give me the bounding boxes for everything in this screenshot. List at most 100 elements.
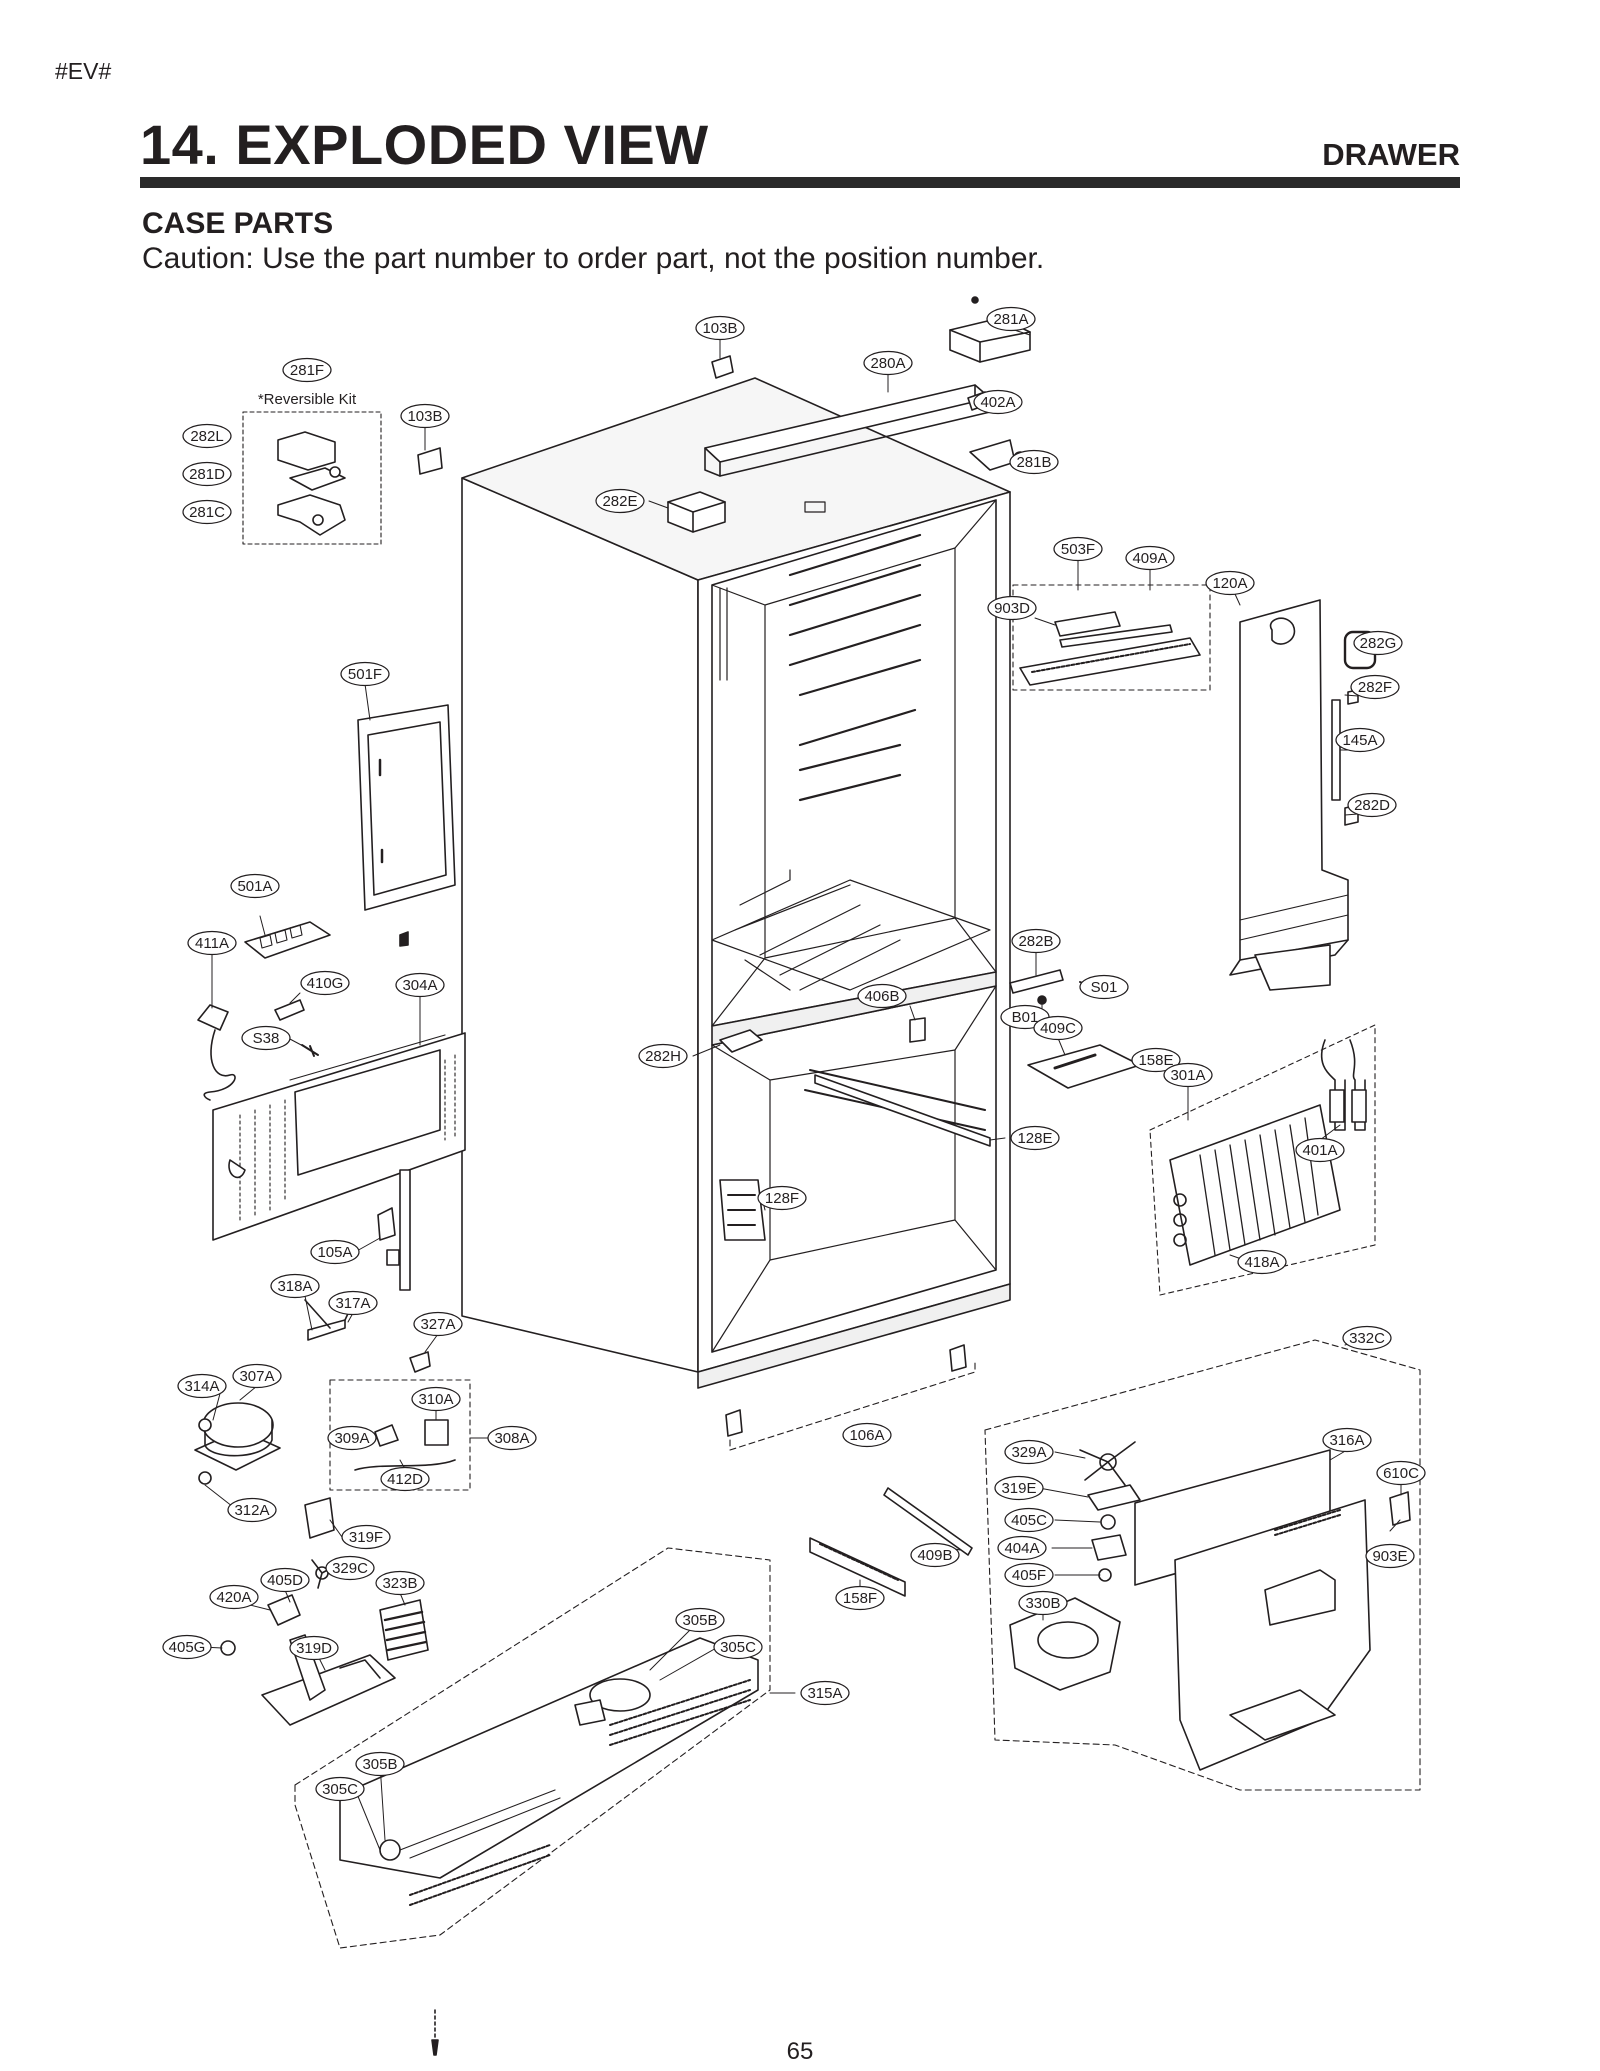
- callout-282l: 282L: [182, 423, 232, 449]
- callout-label: 330B: [1025, 1595, 1060, 1612]
- callout-128e: 128E: [1010, 1125, 1060, 1151]
- callout-318a: 318A: [270, 1273, 320, 1299]
- callout-label: 319E: [1001, 1480, 1036, 1497]
- title-rule: [140, 177, 1460, 188]
- callout-label: 412D: [387, 1471, 423, 1488]
- callout-103b: 103B: [400, 403, 450, 429]
- callout-282e: 282E: [595, 488, 645, 514]
- callout-310a: 310A: [411, 1386, 461, 1412]
- callout-s38: S38: [241, 1025, 291, 1051]
- callout-oval: [411, 1386, 461, 1412]
- callout-120a: 120A: [1205, 570, 1255, 596]
- callout-oval: [1376, 1460, 1426, 1486]
- callout-314a: 314A: [177, 1373, 227, 1399]
- callout-410g: 410G: [300, 970, 350, 996]
- callout-oval: [595, 488, 645, 514]
- callout-label: 409B: [917, 1547, 952, 1564]
- callout-280a: 280A: [863, 350, 913, 376]
- callout-oval: [340, 661, 390, 687]
- callout-label: 105A: [317, 1244, 352, 1261]
- callout-oval: [638, 1043, 688, 1069]
- callout-oval: [182, 499, 232, 525]
- callout-317a: 317A: [328, 1290, 378, 1316]
- page-title: 14. EXPLODED VIEW: [140, 113, 709, 176]
- callout-oval: [1011, 928, 1061, 954]
- callout-label: 282G: [1360, 635, 1397, 652]
- callout-oval: [1009, 449, 1059, 475]
- callout-oval: [241, 1025, 291, 1051]
- callout-label: 501F: [348, 666, 382, 683]
- callout-label: 610C: [1383, 1465, 1419, 1482]
- callout-label: 503F: [1061, 541, 1095, 558]
- relay-group-308a: [329, 1379, 471, 1491]
- callout-281c: 281C: [182, 499, 232, 525]
- callout-332c: 332C: [1342, 1325, 1392, 1351]
- callout-label: 405G: [169, 1639, 206, 1656]
- callout-label: 314A: [184, 1378, 219, 1395]
- callout-418a: 418A: [1237, 1249, 1287, 1275]
- callout-oval: [986, 306, 1036, 332]
- callout-label: 281D: [189, 466, 225, 483]
- callout-282b: 282B: [1011, 928, 1061, 954]
- callout-405c: 405C: [1004, 1507, 1054, 1533]
- callout-409c: 409C: [1033, 1015, 1083, 1041]
- strip-145a: [1331, 699, 1341, 801]
- callout-145a: 145A: [1335, 727, 1385, 753]
- callout-158f: 158F: [835, 1585, 885, 1611]
- callout-oval: [997, 1535, 1047, 1561]
- callout-405f: 405F: [1004, 1562, 1054, 1588]
- part-327a: [409, 1351, 431, 1373]
- callout-label: 282F: [1358, 679, 1392, 696]
- callout-oval: [413, 1311, 463, 1337]
- callout-label: 158F: [843, 1590, 877, 1607]
- subtitle: CASE PARTS: [142, 207, 334, 240]
- callout-label: 281B: [1016, 454, 1051, 471]
- callout-label: 145A: [1342, 732, 1377, 749]
- callout-label: 103B: [407, 408, 442, 425]
- callout-label: 158E: [1138, 1052, 1173, 1069]
- callout-label: 305B: [682, 1612, 717, 1629]
- grille-158f: [809, 1537, 906, 1597]
- callout-323b: 323B: [375, 1570, 425, 1596]
- callout-oval: [327, 1425, 377, 1451]
- document-tag: #EV#: [55, 58, 112, 84]
- legs-106a: [725, 1344, 976, 1451]
- callout-oval: [187, 930, 237, 956]
- callout-label: 405F: [1012, 1567, 1046, 1584]
- callout-411a: 411A: [187, 930, 237, 956]
- pcb-501a: [244, 921, 331, 959]
- callout-label: 281F: [290, 362, 324, 379]
- callout-412d: 412D: [380, 1466, 430, 1492]
- callout-oval: [994, 1475, 1044, 1501]
- condenser-323b: [379, 1599, 429, 1661]
- callout-503f: 503F: [1053, 536, 1103, 562]
- callout-oval: [289, 1635, 339, 1661]
- cabinet: [461, 377, 1011, 1389]
- part-410g: [274, 999, 305, 1021]
- callout-oval: [1053, 536, 1103, 562]
- callout-oval: [1335, 727, 1385, 753]
- callout-label: 310A: [418, 1391, 453, 1408]
- callout-label: 411A: [195, 935, 229, 952]
- cover-409c: [1027, 1044, 1141, 1089]
- callout-oval: [1125, 545, 1175, 571]
- callout-label: 312A: [234, 1502, 269, 1519]
- callout-oval: [227, 1497, 277, 1523]
- callout-oval: [230, 873, 280, 899]
- callout-610c: 610C: [1376, 1460, 1426, 1486]
- callout-label: 103B: [702, 320, 737, 337]
- callout-oval: [182, 461, 232, 487]
- callout-oval: [315, 1776, 365, 1802]
- callout-501a: 501A: [230, 873, 280, 899]
- callout-oval: [395, 972, 445, 998]
- callout-oval: [182, 423, 232, 449]
- callout-label: 404A: [1004, 1540, 1039, 1557]
- caution-note: Caution: Use the part number to order pa…: [142, 242, 1045, 275]
- duct-120a: [1229, 599, 1349, 991]
- part-103b-top: [711, 355, 734, 379]
- callout-oval: [1033, 1015, 1083, 1041]
- callout-oval: [757, 1185, 807, 1211]
- callout-label: 282E: [602, 493, 637, 510]
- callout-oval: [1004, 1439, 1054, 1465]
- callout-oval: [973, 389, 1023, 415]
